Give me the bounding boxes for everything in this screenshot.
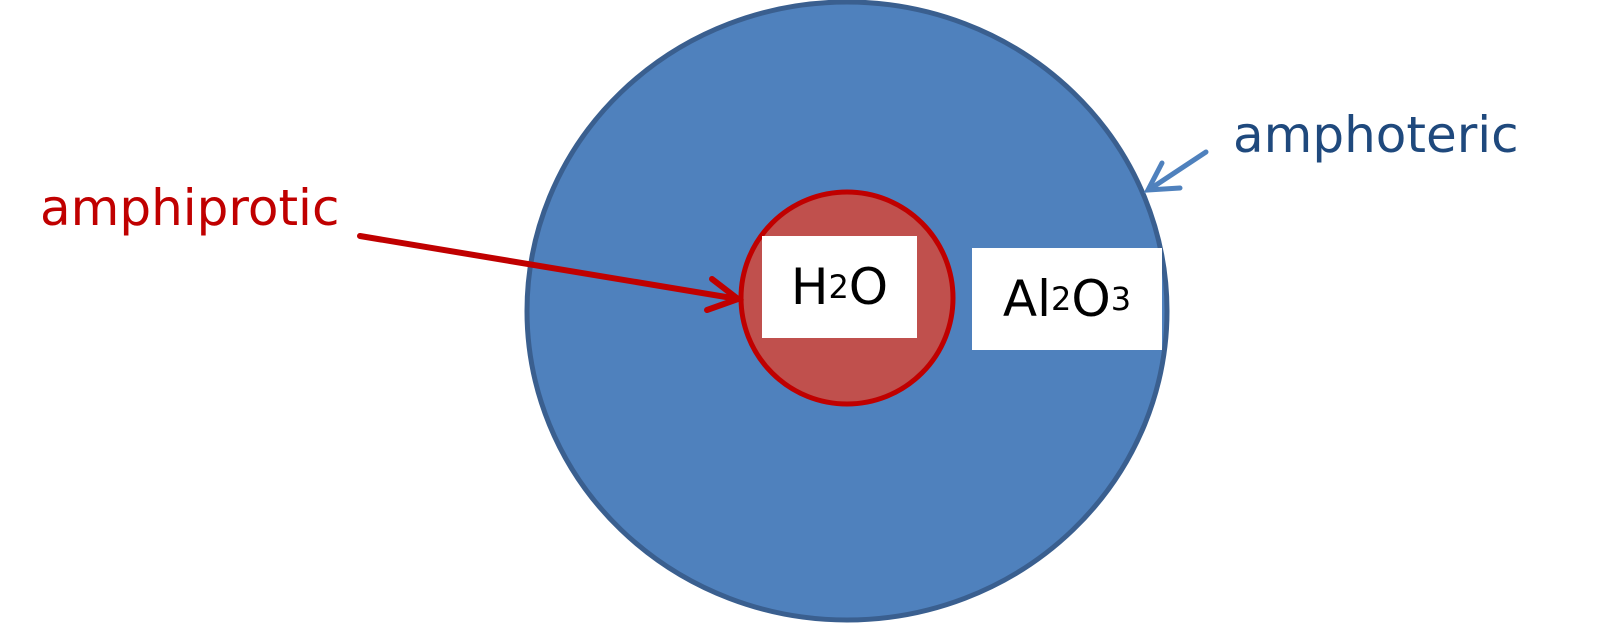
h2o-h: H bbox=[790, 258, 829, 316]
amphiprotic-arrow bbox=[357, 233, 745, 313]
al2o3-sub2: 3 bbox=[1110, 280, 1132, 318]
amphoteric-arrow bbox=[1143, 149, 1209, 193]
al2o3-al: Al bbox=[1002, 270, 1052, 328]
al2o3-sub1: 2 bbox=[1051, 280, 1072, 318]
al2o3-o: O bbox=[1071, 270, 1111, 328]
h2o-sub: 2 bbox=[828, 268, 849, 306]
amphiprotic-label: amphiprotic bbox=[40, 179, 340, 237]
h2o-o: O bbox=[848, 258, 889, 316]
amphoteric-label: amphoteric bbox=[1233, 106, 1519, 164]
